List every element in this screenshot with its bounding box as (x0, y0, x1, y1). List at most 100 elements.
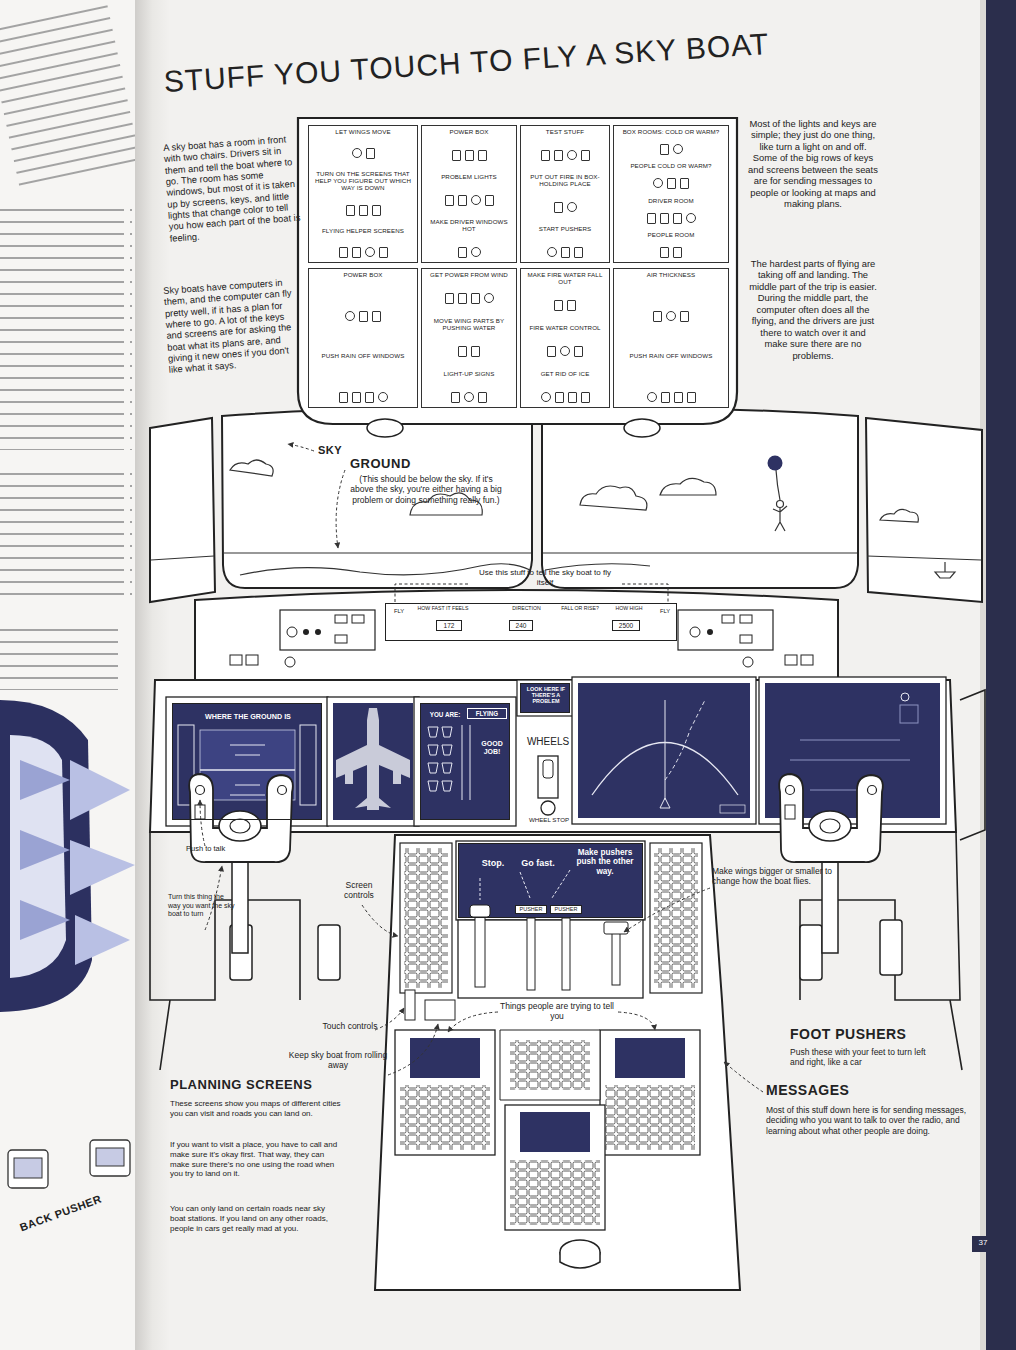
annotation-label: Push to talk (186, 844, 228, 853)
switch (471, 195, 481, 205)
switch (647, 392, 657, 402)
overhead-panel-section: POWER BOXPUSH RAIN OFF WINDOWS (308, 268, 418, 408)
panel-label: BOX ROOMS: COLD OR WARM? (623, 129, 720, 136)
glareshield (230, 655, 242, 665)
switch (666, 311, 676, 321)
center-pedestal (560, 1252, 600, 1268)
switch-row (339, 392, 388, 403)
switch (379, 247, 388, 258)
panel-label: TURN ON THE SCREENS THAT HELP YOU FIGURE… (312, 171, 414, 192)
overhead-panel (298, 118, 737, 437)
glareshield (785, 655, 797, 665)
panel-label: PROBLEM LIGHTS (441, 174, 497, 181)
switch-row (647, 392, 696, 403)
annotation-label: You can only land on certain roads near … (170, 1204, 342, 1233)
switch-row (451, 392, 487, 403)
main-instrument-panel (230, 745, 265, 795)
main-instrument-panel (517, 680, 573, 716)
main-instrument-panel (345, 770, 353, 784)
switch-row (345, 311, 381, 322)
panel-label: MOVE WING PARTS BY PUSHING WATER (425, 318, 513, 332)
callout-leaders (388, 1024, 438, 1075)
center-pedestal (527, 918, 535, 990)
switch (686, 213, 696, 223)
glareshield (743, 657, 753, 667)
heading-label: GROUND (350, 456, 460, 472)
switch (352, 247, 361, 258)
glareshield (740, 615, 752, 623)
panel-label: POWER BOX (343, 272, 382, 279)
foot-pushers (318, 925, 340, 980)
switch (452, 150, 461, 161)
glareshield (246, 655, 258, 665)
main-instrument-panel (355, 798, 391, 808)
switch (339, 247, 348, 258)
switch (567, 202, 577, 212)
main-instrument-panel (428, 727, 452, 737)
glareshield (335, 635, 347, 643)
heading-label: SKY (318, 444, 358, 457)
left-page-illustration (20, 760, 70, 800)
main-instrument-panel (900, 705, 918, 723)
windows (866, 418, 982, 602)
switch (372, 311, 381, 322)
page-background (986, 0, 1016, 1350)
windows (150, 409, 982, 602)
switch (661, 392, 670, 403)
switch (359, 311, 368, 322)
center-pedestal (650, 843, 702, 993)
overhead-panel (367, 419, 403, 437)
switch (680, 311, 689, 322)
switch (687, 392, 696, 403)
panel-label: PEOPLE COLD OR WARM? (630, 163, 711, 170)
foot-pushers (880, 920, 902, 975)
node-label: GOOD JOB! (475, 740, 509, 756)
main-instrument-panel (541, 801, 555, 815)
glareshield (395, 584, 668, 602)
panel-label: AIR THICKNESS (647, 272, 696, 279)
switch (653, 178, 663, 188)
switch (581, 150, 590, 161)
page-background (980, 0, 986, 1350)
center-pedestal (425, 1000, 455, 1020)
switch-row (445, 293, 494, 304)
center-pedestal (456, 841, 645, 920)
main-instrument-panel (428, 763, 452, 773)
left-page-illustration (75, 915, 130, 965)
main-instrument-panel (333, 703, 413, 820)
main-instrument-panel (572, 677, 756, 824)
switch-row (541, 392, 590, 403)
switch (673, 247, 682, 258)
callout-leaders (375, 1008, 404, 1030)
switch (345, 311, 355, 321)
glareshield (315, 629, 321, 635)
main-instrument-panel (665, 700, 705, 780)
overhead-panel-section: AIR THICKNESSPUSH RAIN OFF WINDOWS (613, 268, 729, 408)
main-instrument-panel (428, 781, 452, 791)
center-pedestal (470, 905, 490, 917)
callout-leaders (362, 905, 398, 936)
display-screen: WHERE THE GROUND IS (172, 703, 322, 820)
annotation-label: Push these with your feet to turn left a… (790, 1047, 940, 1068)
annotation-label: Screen controls (330, 880, 388, 901)
heading-label: PLANNING SCREENS (170, 1077, 380, 1093)
switch (674, 392, 683, 403)
annotation-label: PUSHER (550, 905, 582, 914)
panel-label: START PUSHERS (539, 226, 592, 233)
switch (464, 392, 474, 402)
switch (458, 293, 467, 304)
switch (346, 205, 355, 216)
main-instrument-panel (543, 760, 553, 778)
main-instrument-panel (428, 745, 452, 755)
switch (478, 392, 487, 403)
main-instrument-panel (578, 683, 750, 818)
panel-label: TEST STUFF (546, 129, 584, 136)
leader-lines (288, 444, 345, 548)
left-page-illustration (20, 830, 70, 870)
switch (359, 205, 368, 216)
node-label: 2500 (612, 620, 640, 631)
center-pedestal (604, 922, 628, 934)
switch (554, 202, 563, 213)
windows (542, 409, 858, 588)
overhead-panel-section: MAKE FIRE WATER FALL OUTFIRE WATER CONTR… (520, 268, 610, 408)
